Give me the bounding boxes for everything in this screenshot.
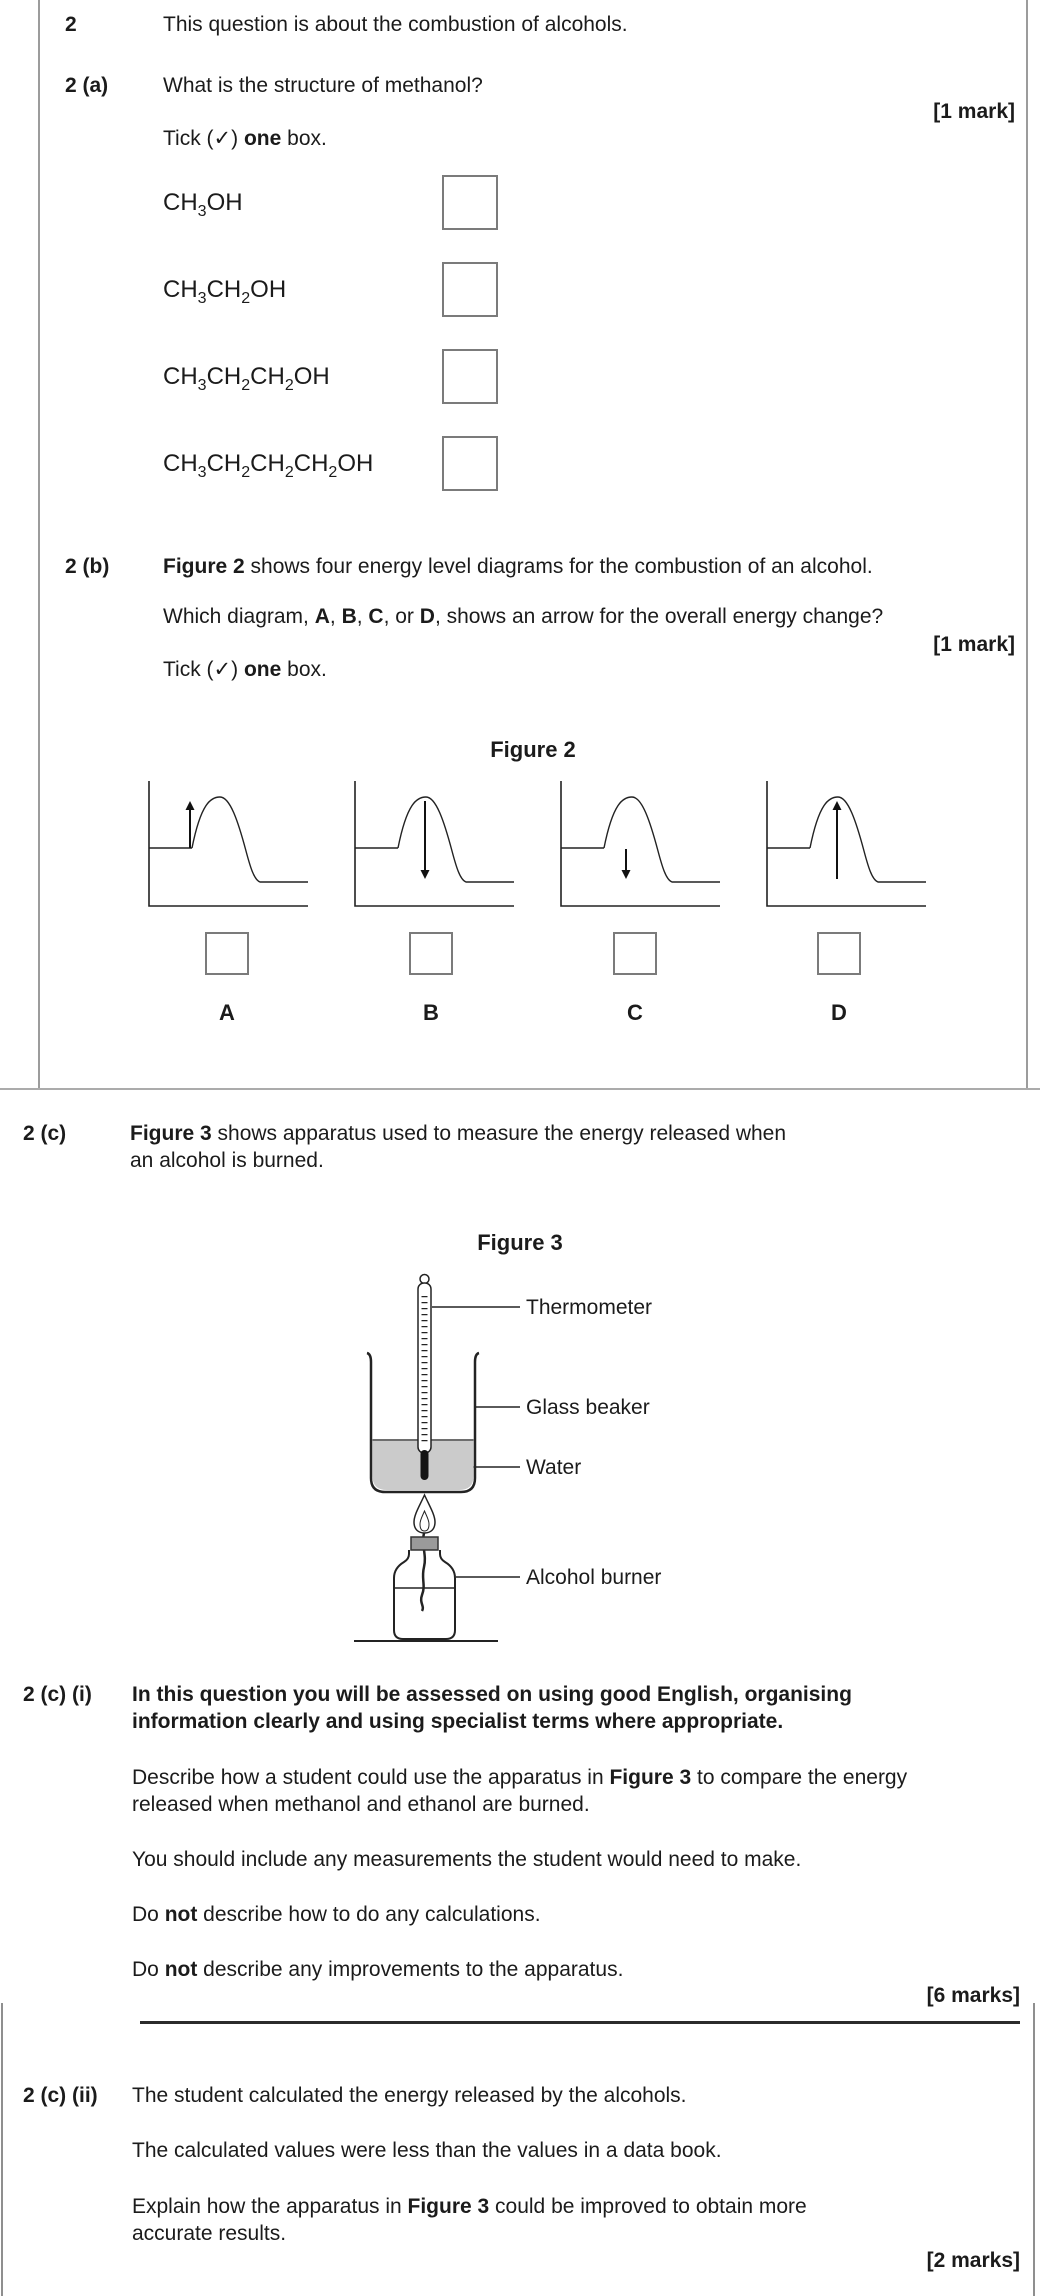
q2c-intro-line1: Figure 3 shows apparatus used to measure… <box>130 1122 787 1145</box>
bottom-box-left-border <box>1 2003 3 2296</box>
alcohol-burner-label: Alcohol burner <box>526 1566 662 1589</box>
diagram-letter-c: C <box>627 1000 643 1025</box>
q2cii-marks: [2 marks] <box>926 2249 1020 2272</box>
q2c-number: 2 (c) <box>23 1122 67 1145</box>
top-box-left-border <box>38 0 40 1089</box>
flame-inner <box>419 1509 430 1532</box>
q2b-checkbox-D[interactable] <box>817 932 861 975</box>
q2b-tick-instruction: Tick (✓) one box. <box>163 658 327 681</box>
energy-diagram-b <box>354 781 514 907</box>
q2b-checkbox-B[interactable] <box>409 932 453 975</box>
q2a-checkbox-4[interactable] <box>442 436 498 491</box>
energy-diagram-d <box>766 781 926 907</box>
q2a-option-formula: CH3OH <box>163 189 243 220</box>
q2ci-number: 2 (c) (i) <box>23 1683 92 1706</box>
q2cii-line1: The student calculated the energy releas… <box>132 2084 687 2107</box>
energy-diagram-c <box>560 781 720 907</box>
energy-diagram-a <box>148 781 308 907</box>
q2ci-not-calculations: Do not describe how to do any calculatio… <box>132 1903 541 1926</box>
water-label: Water <box>526 1456 582 1479</box>
diagram-letter-a: A <box>219 1000 235 1025</box>
q2-number: 2 <box>65 13 77 36</box>
q2a-checkbox-1[interactable] <box>442 175 498 230</box>
q2ci-include-line: You should include any measurements the … <box>132 1848 802 1871</box>
thermometer-label: Thermometer <box>526 1296 653 1319</box>
q2ci-marks: [6 marks] <box>926 1984 1020 2007</box>
q2ci-assessed-line2: information clearly and using specialist… <box>132 1710 784 1733</box>
q2a-option-formula: CH3CH2OH <box>163 276 287 307</box>
figure2-caption: Figure 2 <box>490 737 576 762</box>
q2b-marks: [1 mark] <box>933 633 1015 656</box>
q2ci-not-improvements: Do not describe any improvements to the … <box>132 1958 624 1981</box>
q2cii-line3: Explain how the apparatus in Figure 3 co… <box>132 2195 807 2218</box>
q2ci-assessed-line1: In this question you will be assessed on… <box>132 1683 852 1706</box>
q2b-checkbox-C[interactable] <box>613 932 657 975</box>
q2ci-describe-line2: released when methanol and ethanol are b… <box>132 1793 590 1816</box>
diagram-letter-d: D <box>831 1000 847 1025</box>
bottom-box-right-border <box>1033 2003 1035 2296</box>
q2-intro-text: This question is about the combustion of… <box>163 13 628 36</box>
apparatus-figure <box>354 1273 520 1642</box>
burner-bottle-outline <box>393 1550 456 1640</box>
q2b-number: 2 (b) <box>65 555 110 578</box>
glass-beaker-label: Glass beaker <box>526 1396 650 1419</box>
diagram-letter-b: B <box>423 1000 439 1025</box>
q2cii-line2: The calculated values were less than the… <box>132 2139 722 2162</box>
thermometer-bulb <box>420 1450 429 1480</box>
burner-cap <box>410 1536 439 1551</box>
q2cii-line4: accurate results. <box>132 2222 287 2245</box>
q2cii-number: 2 (c) (ii) <box>23 2084 98 2107</box>
q2a-marks: [1 mark] <box>933 100 1015 123</box>
beaker-outline <box>366 1351 480 1494</box>
top-box-right-border <box>1026 0 1028 1089</box>
q2a-checkbox-3[interactable] <box>442 349 498 404</box>
q2c-intro-line2: an alcohol is burned. <box>130 1149 324 1172</box>
figure3-caption: Figure 3 <box>477 1230 563 1255</box>
q2a-number: 2 (a) <box>65 74 109 97</box>
top-box-bottom-border <box>0 1088 1040 1090</box>
q2a-checkbox-2[interactable] <box>442 262 498 317</box>
q2a-question: What is the structure of methanol? <box>163 74 483 97</box>
thermometer-knob <box>419 1273 430 1285</box>
q2a-option-formula: CH3CH2CH2OH <box>163 363 330 394</box>
q2a-tick-instruction: Tick (✓) one box. <box>163 127 327 150</box>
answer-writing-line <box>140 2021 1020 2024</box>
q2a-option-formula: CH3CH2CH2CH2OH <box>163 450 374 481</box>
q2b-intro: Figure 2 shows four energy level diagram… <box>163 555 873 578</box>
q2ci-describe-line1: Describe how a student could use the app… <box>132 1766 908 1789</box>
q2b-question: Which diagram, A, B, C, or D, shows an a… <box>163 605 884 628</box>
q2b-checkbox-A[interactable] <box>205 932 249 975</box>
